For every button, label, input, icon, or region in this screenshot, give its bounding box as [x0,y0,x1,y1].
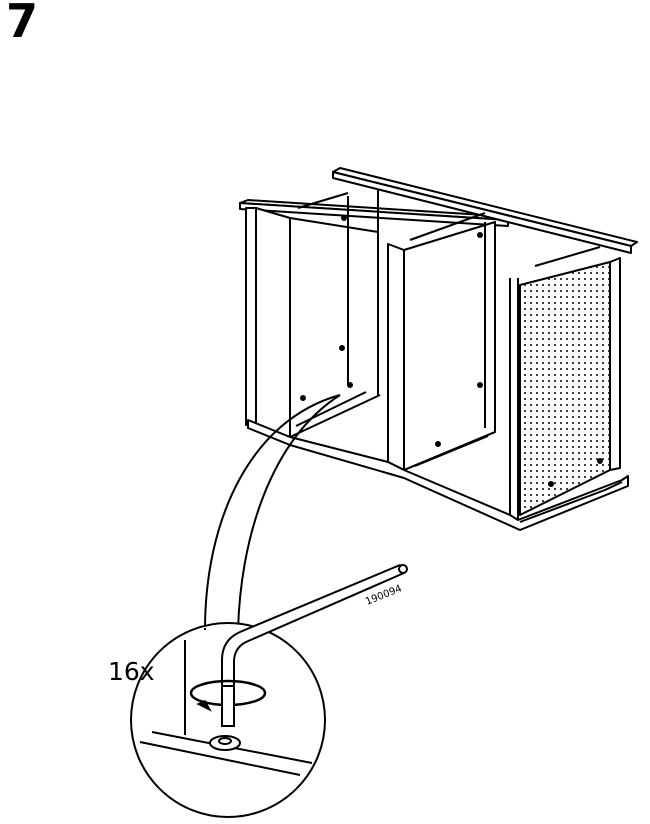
cabinet-frame-illustration [239,167,638,531]
adjustable-foot-icon [139,640,313,776]
quantity-label: 16x [108,657,155,686]
step-number: 7 [6,0,39,48]
allen-key-icon [221,564,408,726]
